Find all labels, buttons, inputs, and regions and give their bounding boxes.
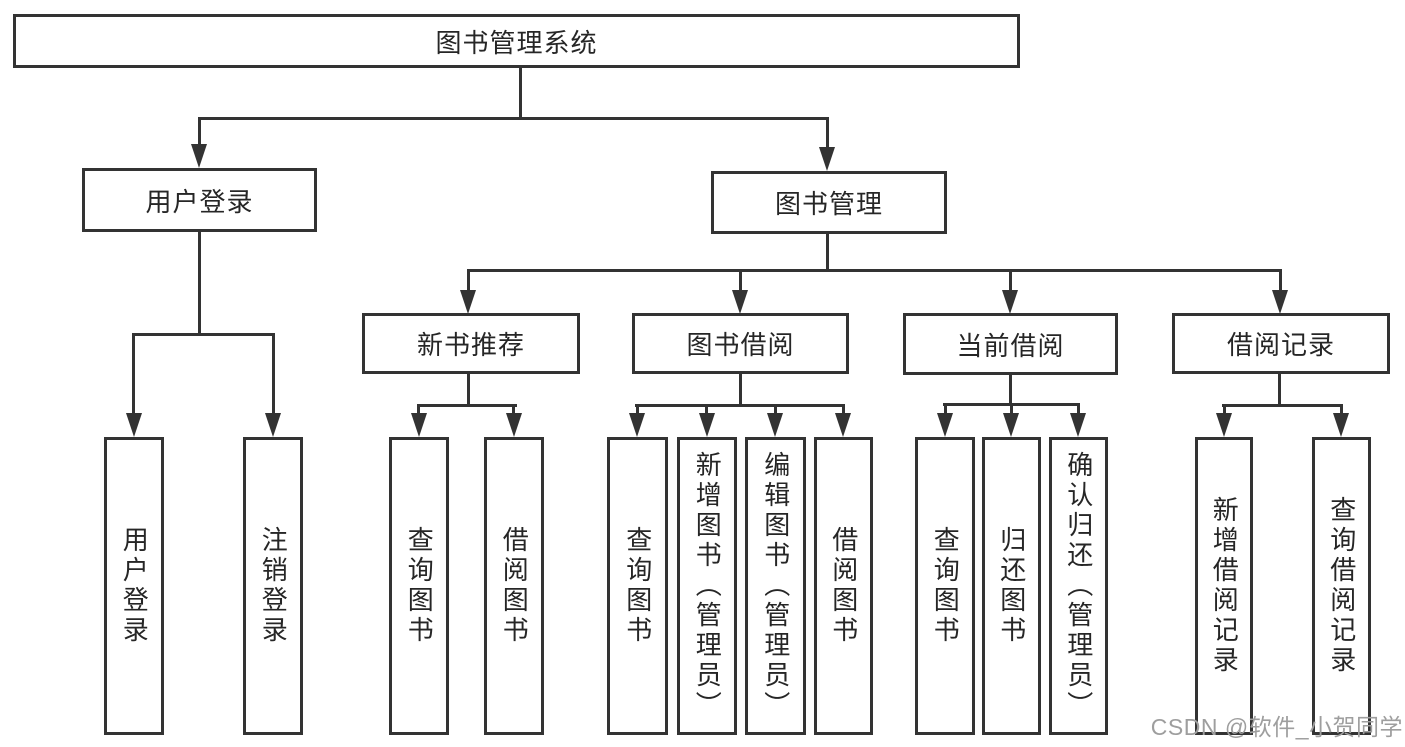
connector-shaft [774, 404, 777, 418]
connector-records-stub [1278, 373, 1281, 407]
connector-shaft [705, 404, 708, 418]
leaf-edit-books-admin: 编辑图书（管理员） [745, 437, 806, 735]
connector-root-stub [519, 67, 522, 119]
leaf-borrow-books: 借阅图书 [814, 437, 873, 735]
leaf-label: 查询图书 [404, 526, 435, 646]
connector-shaft [944, 403, 947, 418]
connector-shaft [1223, 404, 1226, 418]
connector-shaft [417, 404, 420, 418]
leaf-label: 注销登录 [258, 526, 289, 646]
arrowhead-down [506, 413, 522, 437]
node-new-book-recommend: 新书推荐 [362, 313, 580, 374]
arrowhead-down [1333, 413, 1349, 437]
arrowhead-down [460, 290, 476, 314]
leaf-add-borrow-record: 新增借阅记录 [1195, 437, 1253, 735]
connector-borrow-stub [739, 373, 742, 407]
connector-shaft [1279, 269, 1282, 297]
connector-shaft [826, 117, 829, 153]
node-current-borrow: 当前借阅 [903, 313, 1118, 375]
connector-shaft [636, 404, 639, 418]
connector-shaft [739, 269, 742, 297]
leaf-label: 编辑图书（管理员） [760, 451, 791, 721]
leaf-label: 查询图书 [930, 526, 961, 646]
connector-current-stub [1009, 374, 1012, 405]
connector-shaft [272, 333, 275, 419]
csdn-watermark: CSDN @软件_小贺同学 [1150, 714, 1403, 740]
leaf-add-books-admin: 新增图书（管理员） [677, 437, 737, 735]
leaf-label: 借阅图书 [499, 526, 530, 646]
leaf-label: 用户登录 [119, 526, 150, 646]
arrowhead-down [937, 413, 953, 437]
leaf-label: 查询借阅记录 [1326, 496, 1357, 676]
leaf-label: 确认归还（管理员） [1063, 451, 1094, 721]
arrowhead-down [699, 413, 715, 437]
node-borrow-records: 借阅记录 [1172, 313, 1390, 374]
connector-shaft [512, 404, 515, 418]
connector-shaft [467, 269, 470, 297]
connector-shaft [1010, 403, 1013, 418]
connector-userlogin-stub [198, 231, 201, 336]
connector-shaft [132, 333, 135, 419]
arrowhead-down [1272, 290, 1288, 314]
connector-shaft [198, 117, 201, 151]
connector-shaft [1340, 404, 1343, 418]
arrowhead-down [126, 413, 142, 437]
arrowhead-down [835, 413, 851, 437]
connector-shaft [1009, 269, 1012, 297]
connector-records-rail [1222, 404, 1343, 407]
node-user-login: 用户登录 [82, 168, 317, 232]
connector-shaft [1077, 403, 1080, 418]
leaf-query-borrow-record: 查询借阅记录 [1312, 437, 1371, 735]
connector-level3-rail [468, 269, 1282, 272]
arrowhead-down [1216, 413, 1232, 437]
connector-newbook-rail [417, 404, 517, 407]
connector-borrow-rail [635, 404, 845, 407]
connector-level2-rail [198, 117, 829, 120]
connector-bookmgmt-stub [826, 233, 829, 272]
leaf-borrow-books-recommend: 借阅图书 [484, 437, 544, 735]
connector-userlogin-rail [132, 333, 275, 336]
node-root-system: 图书管理系统 [13, 14, 1020, 68]
leaf-logout: 注销登录 [243, 437, 303, 735]
leaf-label: 查询图书 [622, 526, 653, 646]
arrowhead-down [411, 413, 427, 437]
arrowhead-down [732, 290, 748, 314]
node-book-borrow: 图书借阅 [632, 313, 849, 374]
arrowhead-down [1002, 290, 1018, 314]
leaf-return-books: 归还图书 [982, 437, 1041, 735]
arrowhead-down [1070, 413, 1086, 437]
leaf-label: 归还图书 [996, 526, 1027, 646]
leaf-label: 借阅图书 [828, 526, 859, 646]
arrowhead-down [629, 413, 645, 437]
connector-newbook-stub [467, 373, 470, 407]
arrowhead-down [767, 413, 783, 437]
leaf-label: 新增图书（管理员） [692, 451, 723, 721]
leaf-query-books-recommend: 查询图书 [389, 437, 449, 735]
arrowhead-down [191, 144, 207, 168]
connector-shaft [842, 404, 845, 418]
arrowhead-down [1003, 413, 1019, 437]
leaf-confirm-return-admin: 确认归还（管理员） [1049, 437, 1108, 735]
node-book-management: 图书管理 [711, 171, 947, 234]
arrowhead-down [819, 147, 835, 171]
leaf-query-books-borrow: 查询图书 [607, 437, 668, 735]
leaf-label: 新增借阅记录 [1209, 496, 1240, 676]
arrowhead-down [265, 413, 281, 437]
leaf-query-books-current: 查询图书 [915, 437, 975, 735]
leaf-user-login: 用户登录 [104, 437, 164, 735]
